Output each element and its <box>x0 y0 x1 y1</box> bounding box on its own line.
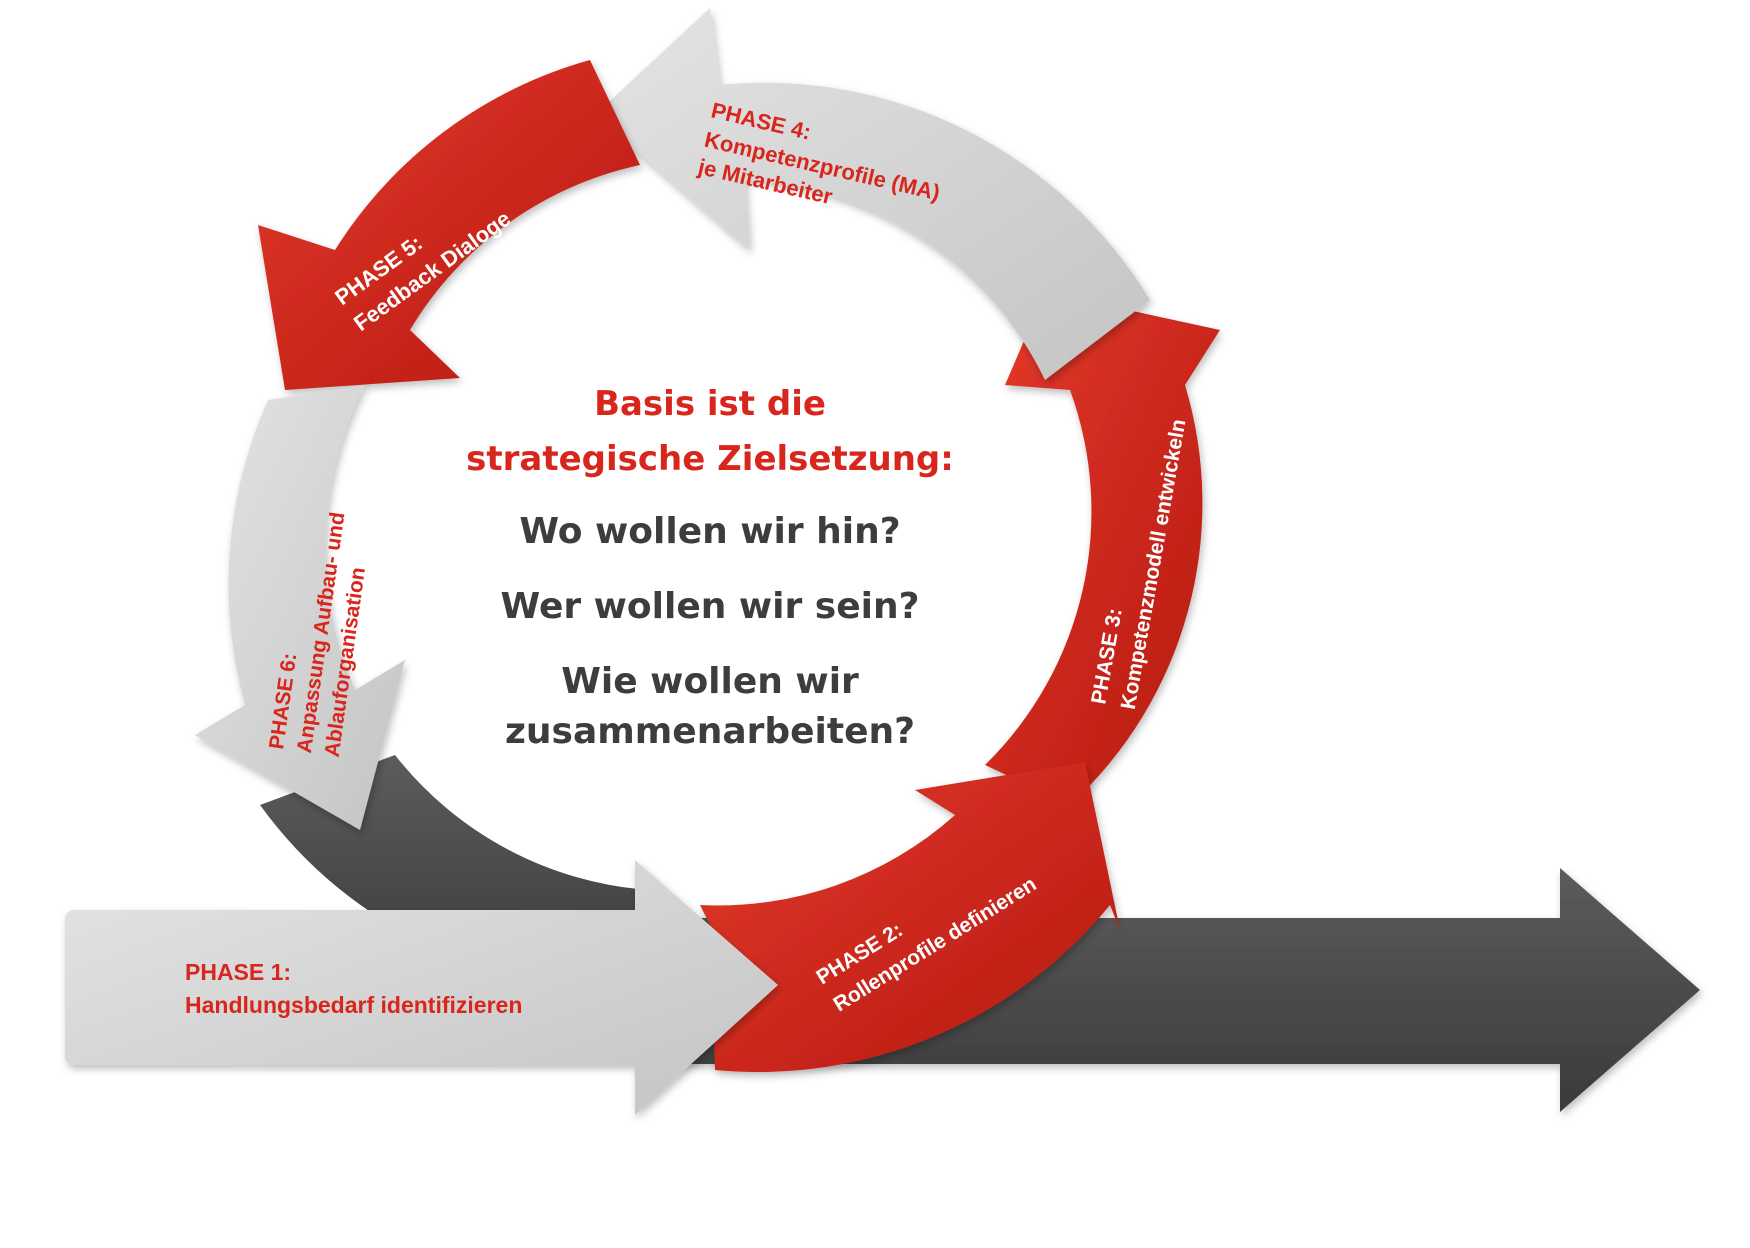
center-title-line1: Basis ist die <box>594 384 826 424</box>
phase-1-text: Handlungsbedarf identifizieren <box>185 992 522 1018</box>
center-question-2: Wer wollen wir sein? <box>500 586 920 627</box>
phase-5-arrow <box>258 60 640 390</box>
center-question-1: Wo wollen wir hin? <box>519 511 901 552</box>
phase-6-arrow <box>195 385 405 830</box>
phase-4-arrow <box>595 8 1150 380</box>
phase-1-label: PHASE 1: <box>185 959 291 985</box>
phase-3-arrow <box>985 292 1220 805</box>
center-question-3-line2: zusammenarbeiten? <box>504 711 916 752</box>
center-question-3-line1: Wie wollen wir <box>561 661 859 702</box>
phase-1-arrow <box>65 860 778 1115</box>
phase-2-arrow <box>700 762 1120 1073</box>
center-title-line2: strategische Zielsetzung: <box>466 439 954 479</box>
